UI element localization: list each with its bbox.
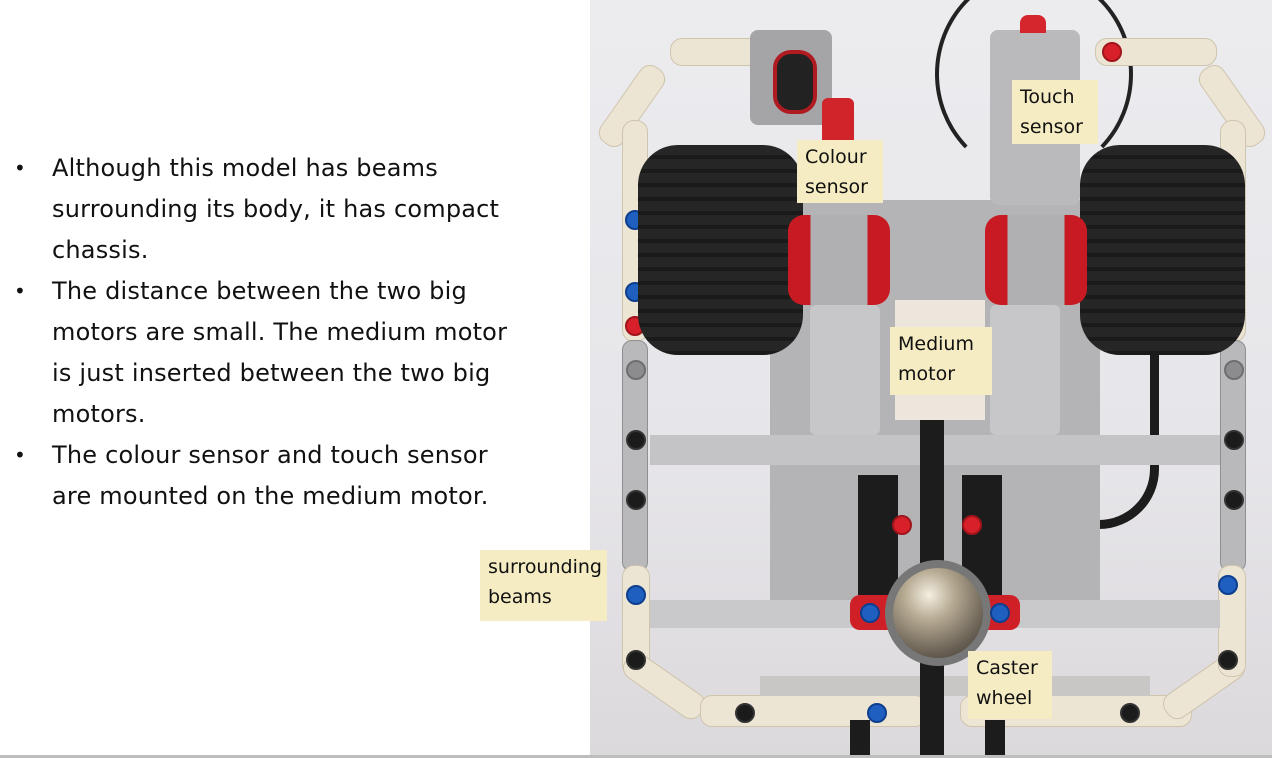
- red-pin-icon: [962, 515, 982, 535]
- frame-bottom-left-beam: [700, 695, 927, 727]
- bullet-line: Although this model has beams: [52, 154, 438, 182]
- label-line: sensor: [805, 176, 868, 198]
- label-line: motor: [898, 363, 956, 385]
- touch-sensor-button: [1020, 15, 1046, 33]
- bullet-line: surrounding its body, it has compact: [52, 195, 500, 223]
- bullet-line: motors are small. The medium motor: [52, 318, 508, 346]
- cable: [935, 0, 1133, 178]
- blue-pin-icon: [1218, 575, 1238, 595]
- label-colour-sensor: Colour sensor: [797, 140, 883, 203]
- bullet-dot-icon: •: [14, 443, 26, 467]
- black-pin-icon: [626, 430, 646, 450]
- beam-hole: [626, 360, 646, 380]
- right-motor-body: [990, 305, 1060, 435]
- label-line: Colour: [805, 146, 867, 168]
- black-pin-icon: [1224, 490, 1244, 510]
- left-large-motor: [788, 215, 890, 305]
- bottom-divider: [0, 755, 1272, 758]
- black-pin-icon: [735, 703, 755, 723]
- caster-left-bracket: [858, 475, 898, 595]
- black-pin-icon: [1218, 650, 1238, 670]
- bullet-line: chassis.: [52, 236, 149, 264]
- label-medium-motor: Medium motor: [890, 327, 992, 395]
- bullet-line: The distance between the two big: [52, 277, 467, 305]
- bullet-list: • Although this model has beams surround…: [14, 148, 548, 517]
- left-motor-body: [810, 305, 880, 435]
- bullet-item: • Although this model has beams surround…: [14, 148, 548, 271]
- bullet-item: • The colour sensor and touch sensor are…: [14, 435, 548, 517]
- label-line: beams: [488, 586, 552, 608]
- bullet-item: • The distance between the two big motor…: [14, 271, 548, 435]
- label-caster-wheel: Caster wheel: [968, 651, 1052, 719]
- bullet-line: motors.: [52, 400, 146, 428]
- caster-ball: [885, 560, 991, 666]
- bottom-leg: [850, 720, 870, 755]
- bullet-line: is just inserted between the two big: [52, 359, 491, 387]
- red-pin-icon: [892, 515, 912, 535]
- blue-pin-icon: [990, 603, 1010, 623]
- colour-sensor-eye-icon: [773, 50, 817, 114]
- bottom-crossbar: [760, 676, 1150, 696]
- black-pin-icon: [626, 650, 646, 670]
- bottom-leg: [985, 720, 1005, 755]
- right-wheel: [1080, 145, 1245, 355]
- blue-pin-icon: [626, 585, 646, 605]
- label-line: Medium: [898, 333, 974, 355]
- bullet-dot-icon: •: [14, 156, 26, 180]
- beam-hole: [1224, 360, 1244, 380]
- red-pin-icon: [1102, 42, 1122, 62]
- label-line: wheel: [976, 687, 1033, 709]
- label-line: sensor: [1020, 116, 1083, 138]
- blue-pin-icon: [860, 603, 880, 623]
- label-surrounding-beams: surrounding beams: [480, 550, 607, 621]
- black-pin-icon: [1120, 703, 1140, 723]
- label-line: Touch: [1020, 86, 1075, 108]
- black-pin-icon: [1224, 430, 1244, 450]
- label-line: Caster: [976, 657, 1038, 679]
- label-line: surrounding: [488, 556, 602, 578]
- bullet-line: The colour sensor and touch sensor: [52, 441, 488, 469]
- bullet-dot-icon: •: [14, 279, 26, 303]
- right-large-motor: [985, 215, 1087, 305]
- bullet-line: are mounted on the medium motor.: [52, 482, 489, 510]
- label-touch-sensor: Touch sensor: [1012, 80, 1098, 144]
- left-wheel: [638, 145, 803, 355]
- blue-pin-icon: [867, 703, 887, 723]
- black-pin-icon: [626, 490, 646, 510]
